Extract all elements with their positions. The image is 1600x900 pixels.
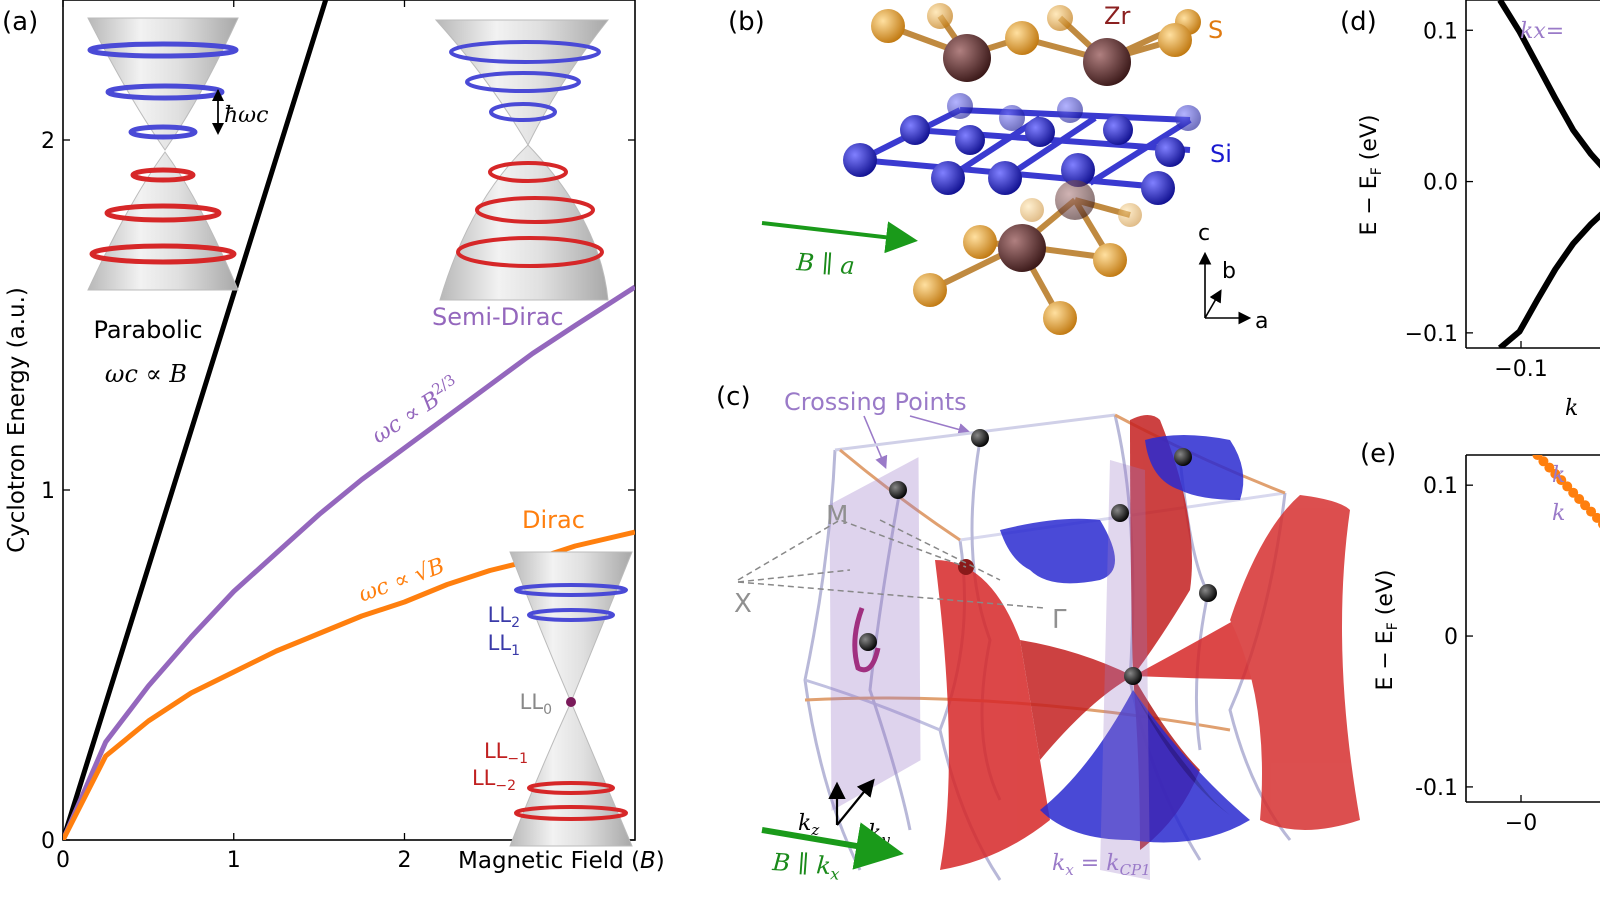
semi-dirac-band-illustration	[434, 19, 610, 301]
y-tick-label: 2	[41, 129, 55, 154]
x-tick-label: 0	[56, 848, 70, 873]
semi-dirac-label: Semi-Dirac	[432, 303, 564, 331]
s-label: S	[1208, 16, 1223, 44]
ll-minus2-label: LL−2	[472, 766, 516, 794]
si-label: Si	[1210, 140, 1232, 168]
dirac-formula: ωc ∝ √B	[356, 554, 448, 608]
dirac-label: Dirac	[522, 506, 585, 534]
x-tick-label: −0.1	[1494, 357, 1547, 382]
axis-b-label: b	[1222, 259, 1236, 284]
band-point	[1574, 494, 1585, 505]
x-tick-label: −0	[1505, 811, 1537, 836]
band-point	[1550, 468, 1561, 479]
field-label-c: B ∥ kx	[770, 848, 841, 884]
panel-b: (b)	[728, 2, 1268, 335]
band-point	[1580, 500, 1591, 511]
ll-minus1-label: LL−1	[484, 739, 528, 767]
hbar-omega-label: ħωc	[224, 103, 268, 128]
field-label-b: B ∥ a	[795, 248, 856, 280]
panel-d-xlabel-partial: k	[1565, 396, 1578, 421]
panel-d-plot: 0.1 0.0 −0.1 −0.1	[1405, 0, 1600, 382]
panel-e-ylabel: E − EF (eV)	[1373, 569, 1401, 690]
panel-e-annotation-2: k	[1552, 501, 1565, 526]
ll-2-label: LL2	[488, 603, 520, 631]
band-line-1	[1497, 211, 1600, 348]
m-point-label: M	[826, 501, 848, 531]
zr-label: Zr	[1104, 2, 1130, 30]
band-point	[1562, 481, 1573, 492]
y-tick-label: 0.1	[1423, 19, 1458, 44]
y-tick-label: 0	[1444, 625, 1458, 650]
fermi-surface-blue	[1000, 435, 1250, 843]
x-tick-label: 1	[227, 848, 241, 873]
high-symmetry-lines	[737, 519, 1046, 609]
crossing-point-markers	[859, 429, 1217, 685]
panel-d: (d) E − EF (eV) 0.1 0.0 −0.1 −0.1 kx= k	[1340, 0, 1600, 421]
panel-e-annotation-1: k	[1552, 463, 1565, 488]
band-point	[1556, 475, 1567, 486]
ky-label: ky	[868, 821, 890, 849]
parabolic-band-illustration: ħωc	[87, 17, 268, 291]
band-point	[1586, 506, 1597, 517]
band-point	[1568, 487, 1579, 498]
fermi-surface-red	[935, 415, 1360, 870]
y-tick-label: -0.1	[1415, 776, 1458, 801]
parabolic-label: Parabolic	[93, 316, 202, 344]
orbit-icon	[852, 607, 881, 673]
y-tick-label: 0.1	[1423, 474, 1458, 499]
panel-c-label: (c)	[716, 382, 751, 412]
crystal-structure	[843, 3, 1201, 335]
x-tick-label: 2	[397, 848, 411, 873]
y-tick-label: 0	[41, 829, 55, 854]
landau-level-labels: LL2 LL1 LL0 LL−1 LL−2	[472, 603, 552, 794]
band-point	[1544, 462, 1555, 473]
panel-d-label: (d)	[1340, 7, 1377, 37]
panel-e-plot: 0.1 0 -0.1 −0	[1415, 454, 1600, 836]
ll-0-label: LL0	[520, 690, 552, 718]
panel-a-label: (a)	[2, 7, 38, 37]
gamma-point-label: Γ	[1052, 605, 1067, 635]
axis-a-label: a	[1255, 309, 1268, 334]
band-line-0	[1497, 0, 1600, 169]
x-point-label: X	[734, 589, 752, 619]
y-tick-label: −0.1	[1405, 322, 1458, 347]
panel-b-label: (b)	[728, 7, 765, 37]
field-arrow-icon	[761, 221, 918, 254]
band-point	[1597, 520, 1600, 529]
y-axis-label: Cyclotron Energy (a.u.)	[4, 287, 30, 553]
k-axes-icon	[828, 778, 875, 826]
x-axis-label: Magnetic Field (B)	[458, 848, 665, 874]
semi-dirac-curve	[63, 284, 635, 840]
parabolic-formula: ωc ∝ B	[105, 360, 187, 388]
panel-c: (c) Crossing Points	[716, 382, 1360, 884]
parabolic-curve	[63, 0, 329, 840]
panel-d-annotation: kx=	[1520, 19, 1564, 44]
y-tick-label: 1	[41, 479, 55, 504]
y-tick-label: 0.0	[1423, 171, 1458, 196]
ll-1-label: LL1	[488, 631, 520, 659]
panel-e-label: (e)	[1360, 439, 1396, 469]
band-point	[1592, 512, 1600, 523]
axis-c-label: c	[1198, 221, 1210, 246]
panel-e: (e) E − EF (eV) 0.1 0 -0.1 −0 k k	[1360, 439, 1600, 836]
band-point	[1538, 456, 1549, 467]
crossing-points-label: Crossing Points	[784, 388, 967, 416]
dirac-band-illustration	[509, 551, 633, 847]
lattice-axes-icon	[1198, 251, 1252, 325]
plot-frame	[62, 0, 636, 841]
field-arrow-c-icon	[761, 822, 904, 870]
panel-d-ylabel: E − EF (eV)	[1357, 114, 1385, 235]
